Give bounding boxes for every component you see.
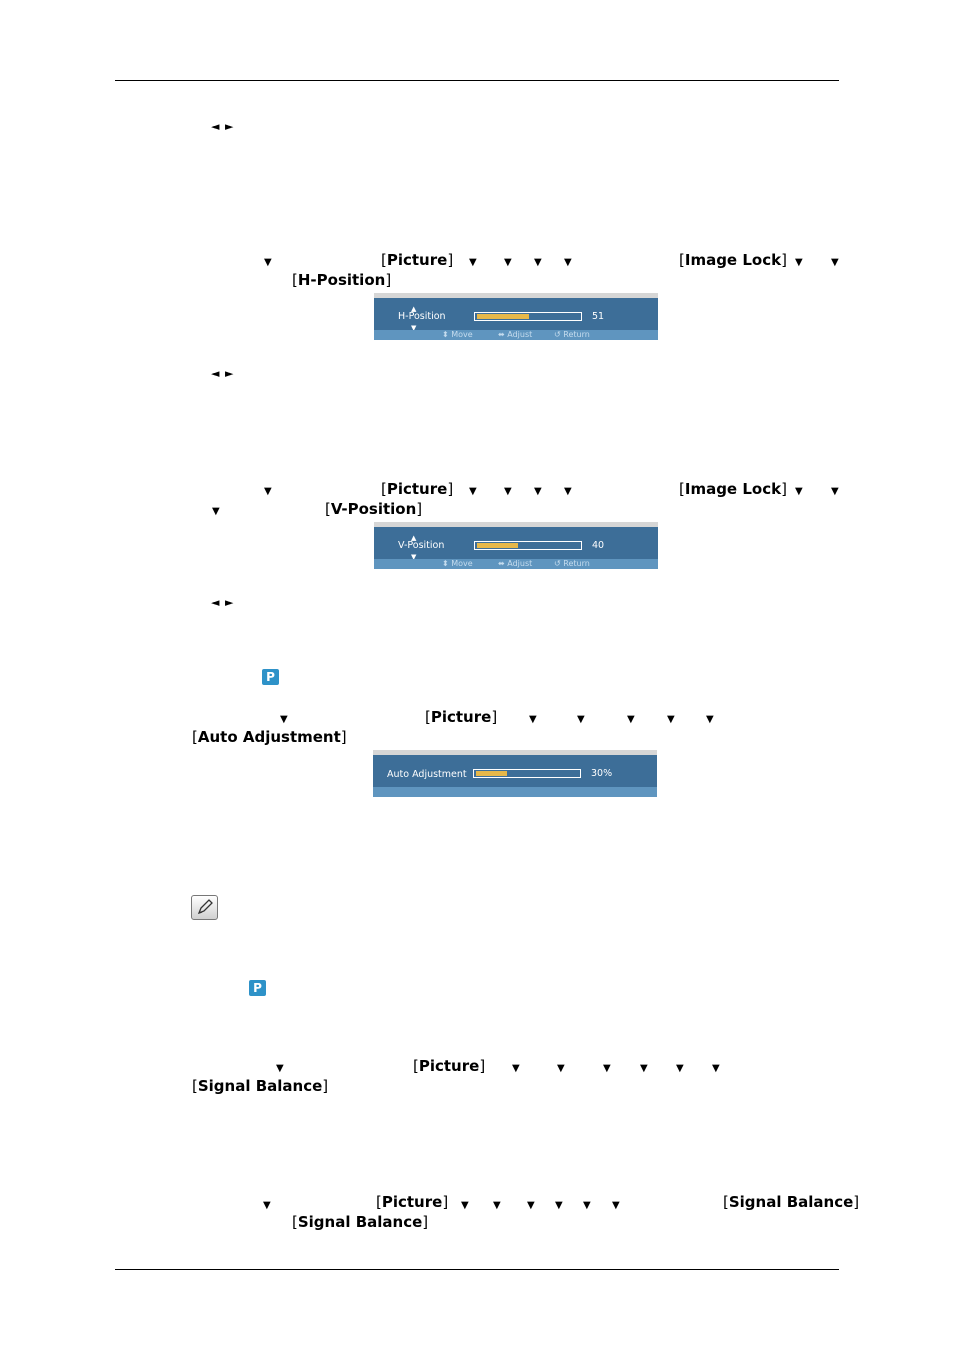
adjust-hint: ⬌ Adjust	[498, 330, 533, 339]
osd-footer	[373, 787, 657, 797]
down-arrow-icon: ▼	[583, 1200, 591, 1211]
auto-adjustment-label: [Auto Adjustment]	[192, 728, 347, 746]
p-mode-icon: P	[262, 669, 279, 685]
down-arrow-icon: ▼	[795, 257, 803, 268]
left-right-arrows-icon: ◄ ►	[211, 120, 235, 133]
down-arrow-icon: ▼	[461, 1200, 469, 1211]
osd-progress-bar	[474, 312, 582, 321]
move-hint: ⬍ Move	[442, 559, 473, 568]
p-mode-icon: P	[249, 980, 266, 996]
down-arrow-icon: ▼	[612, 1200, 620, 1211]
osd-progress-bar	[473, 769, 581, 778]
up-down-hint-icon: ▲	[411, 305, 417, 313]
down-arrow-icon: ▼	[831, 257, 839, 268]
return-hint: ↺ Return	[554, 559, 590, 568]
down-arrow-icon: ▼	[276, 1063, 284, 1074]
down-arrow-icon: ▼	[564, 486, 572, 497]
header-rule	[115, 80, 839, 81]
picture-label: [Picture]	[381, 251, 454, 269]
osd-progress-fill	[476, 771, 507, 776]
down-arrow-icon: ▼	[504, 257, 512, 268]
down-arrow-icon: ▼	[795, 486, 803, 497]
osd-footer: ⬍ Move ⬌ Adjust ↺ Return	[374, 330, 658, 340]
down-arrow-icon: ▼	[493, 1200, 501, 1211]
picture-label: [Picture]	[425, 708, 498, 726]
signal-balance-label: [Signal Balance]	[292, 1213, 429, 1231]
osd-value: 51	[592, 311, 605, 322]
left-right-arrows-icon: ◄ ►	[211, 596, 235, 609]
osd-footer: ⬍ Move ⬌ Adjust ↺ Return	[374, 559, 658, 569]
picture-label: [Picture]	[381, 480, 454, 498]
down-arrow-icon: ▼	[555, 1200, 563, 1211]
down-arrow-icon: ▼	[712, 1063, 720, 1074]
osd-progress-fill	[477, 314, 530, 319]
osd-auto-adjustment: Auto Adjustment 30%	[373, 750, 657, 797]
v-position-label: [V-Position]	[325, 500, 423, 518]
osd-label: H-Position	[398, 311, 446, 322]
down-arrow-icon: ▼	[831, 486, 839, 497]
osd-label: V-Position	[398, 540, 445, 551]
down-arrow-icon: ▼	[577, 714, 585, 725]
down-arrow-icon: ▼	[527, 1200, 535, 1211]
osd-value: 40	[592, 540, 605, 551]
down-arrow-icon: ▼	[512, 1063, 520, 1074]
picture-label: [Picture]	[376, 1193, 449, 1211]
down-arrow-icon: ▼	[564, 257, 572, 268]
down-arrow-icon: ▼	[534, 486, 542, 497]
down-arrow-icon: ▼	[557, 1063, 565, 1074]
down-arrow-icon: ▼	[280, 714, 288, 725]
down-arrow-icon: ▼	[469, 486, 477, 497]
footer-rule	[115, 1269, 839, 1270]
osd-value: 30%	[591, 768, 613, 779]
down-arrow-icon: ▼	[264, 486, 272, 497]
note-icon	[191, 895, 218, 920]
down-arrow-icon: ▼	[469, 257, 477, 268]
down-arrow-icon: ▼	[603, 1063, 611, 1074]
down-arrow-icon: ▼	[263, 1200, 271, 1211]
up-down-hint-icon: ▼	[411, 324, 417, 332]
h-position-label: [H-Position]	[292, 271, 392, 289]
osd-label: Auto Adjustment	[387, 769, 467, 780]
image-lock-label: [Image Lock]	[679, 480, 787, 498]
down-arrow-icon: ▼	[676, 1063, 684, 1074]
osd-v-position: ▲ V-Position ▼ 40 ⬍ Move ⬌ Adjust ↺ Retu…	[374, 522, 658, 569]
pencil-icon	[197, 899, 213, 915]
left-right-arrows-icon: ◄ ►	[211, 367, 235, 380]
down-arrow-icon: ▼	[504, 486, 512, 497]
signal-balance-label: [Signal Balance]	[723, 1193, 860, 1211]
adjust-hint: ⬌ Adjust	[498, 559, 533, 568]
up-down-hint-icon: ▼	[411, 553, 417, 561]
image-lock-label: [Image Lock]	[679, 251, 787, 269]
osd-progress-bar	[474, 541, 582, 550]
picture-label: [Picture]	[413, 1057, 486, 1075]
signal-balance-label: [Signal Balance]	[192, 1077, 329, 1095]
down-arrow-icon: ▼	[212, 506, 220, 517]
down-arrow-icon: ▼	[640, 1063, 648, 1074]
down-arrow-icon: ▼	[534, 257, 542, 268]
osd-h-position: ▲ H-Position ▼ 51 ⬍ Move ⬌ Adjust ↺ Retu…	[374, 293, 658, 340]
down-arrow-icon: ▼	[667, 714, 675, 725]
osd-progress-fill	[477, 543, 518, 548]
down-arrow-icon: ▼	[264, 257, 272, 268]
down-arrow-icon: ▼	[706, 714, 714, 725]
down-arrow-icon: ▼	[529, 714, 537, 725]
move-hint: ⬍ Move	[442, 330, 473, 339]
up-down-hint-icon: ▲	[411, 534, 417, 542]
down-arrow-icon: ▼	[627, 714, 635, 725]
return-hint: ↺ Return	[554, 330, 590, 339]
